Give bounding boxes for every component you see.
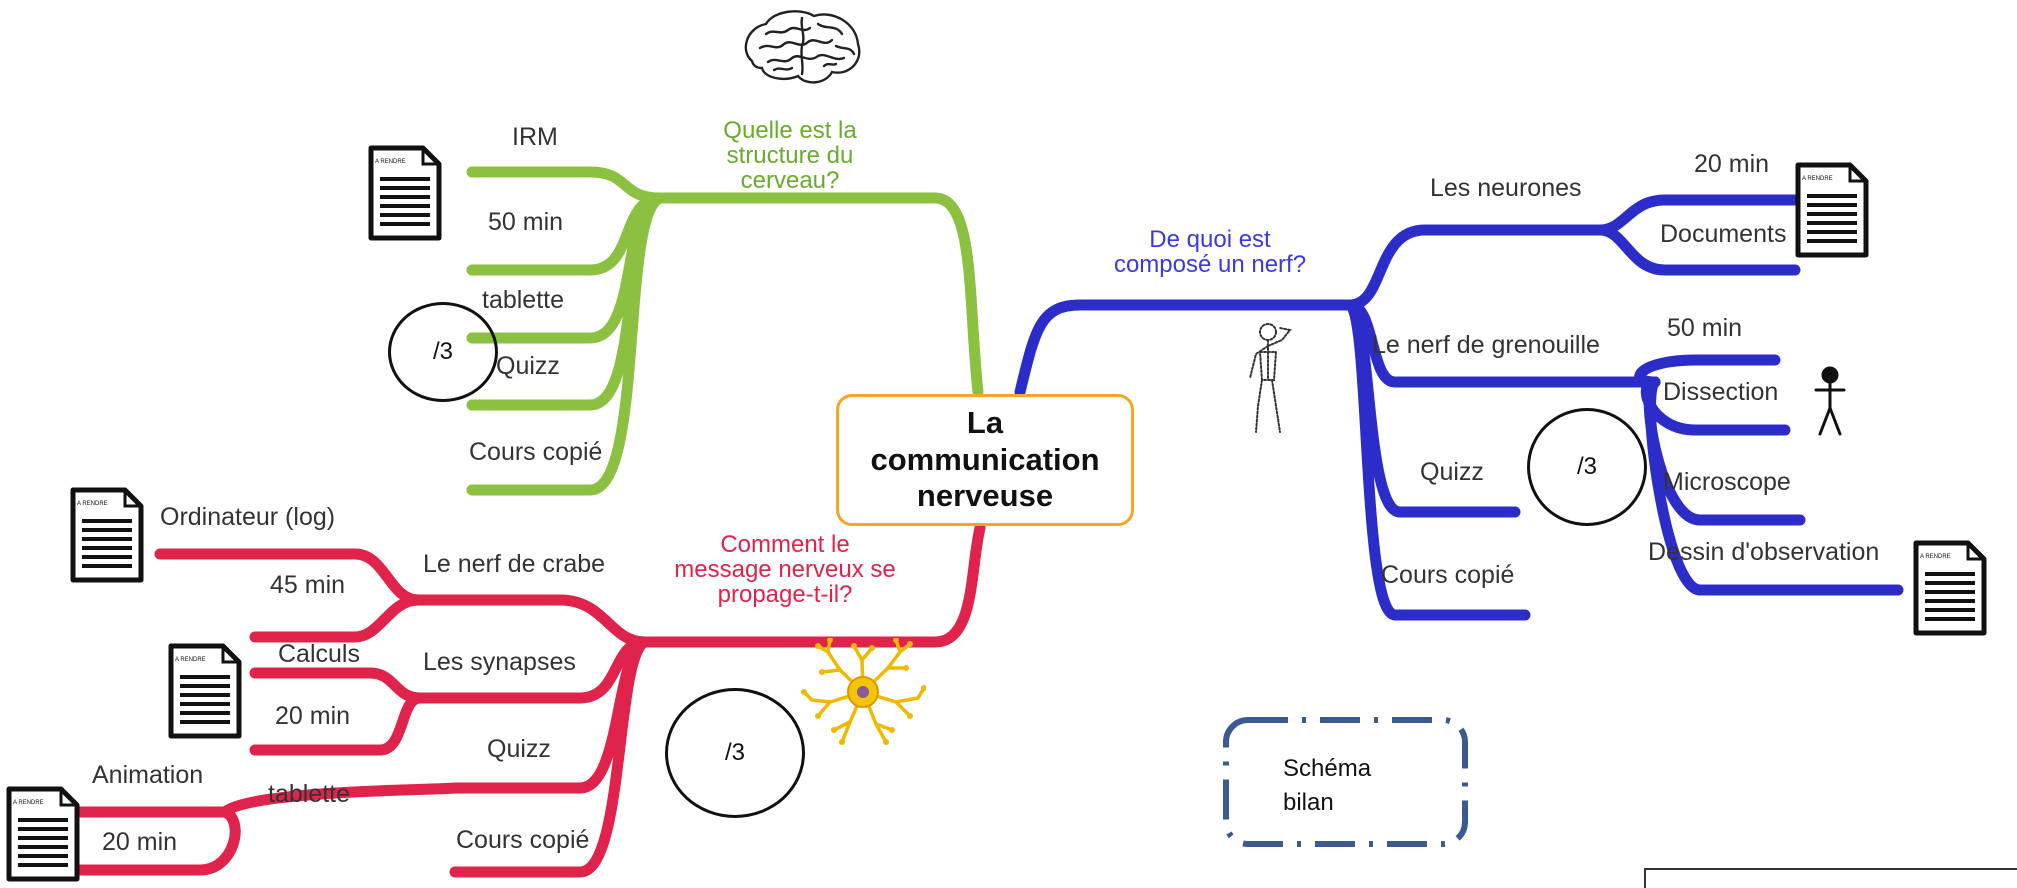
- score-label: /3: [724, 739, 745, 766]
- branch-nerf-lines: [1014, 194, 1904, 621]
- branch-propagation-lines: [74, 522, 986, 878]
- item-dessin-observation: Dessin d'observation: [1648, 538, 1880, 566]
- item-calculs: Calculs: [278, 640, 360, 668]
- question-propagation-message[interactable]: Comment le message nerveux se propage-t-…: [674, 531, 896, 609]
- item-cours-copie-green: Cours copié: [469, 438, 603, 466]
- stamp-text: A RENDRE: [175, 657, 206, 663]
- item-tablette-red: tablette: [268, 780, 351, 808]
- document-icon: A RENDRE: [70, 487, 144, 583]
- schema-bilan-label: Schéma bilan: [1283, 755, 1372, 816]
- document-icon: A RENDRE: [1795, 162, 1869, 258]
- stamp-text: A RENDRE: [1920, 554, 1951, 560]
- score-circle-red: /3: [665, 688, 805, 818]
- document-icon: A RENDRE: [1913, 540, 1987, 636]
- schema-bilan-box[interactable]: [1222, 716, 1469, 848]
- question-composition-nerf[interactable]: De quoi est composé un nerf?: [1113, 226, 1307, 279]
- score-label: /3: [432, 338, 453, 365]
- item-quizz-green: Quizz: [496, 352, 560, 380]
- item-microscope: Microscope: [1663, 468, 1791, 496]
- item-20-min-blue: 20 min: [1694, 150, 1770, 178]
- item-ordinateur-log: Ordinateur (log): [160, 503, 336, 531]
- item-nerf-de-crabe: Le nerf de crabe: [423, 550, 606, 578]
- item-les-synapses: Les synapses: [423, 648, 576, 676]
- stamp-text: A RENDRE: [77, 501, 108, 507]
- item-dissection: Dissection: [1663, 378, 1779, 406]
- stamp-text: A RENDRE: [375, 159, 406, 165]
- item-quizz-red: Quizz: [487, 735, 551, 763]
- item-50-min-blue: 50 min: [1667, 314, 1743, 342]
- document-icon: A RENDRE: [368, 145, 442, 241]
- brain-icon: [744, 10, 861, 84]
- item-50-min: 50 min: [488, 208, 564, 236]
- score-label: /3: [1576, 453, 1597, 480]
- item-20-min-red-a: 20 min: [275, 702, 351, 730]
- score-circle-blue: /3: [1527, 408, 1647, 526]
- item-20-min-red-b: 20 min: [102, 828, 178, 856]
- item-cours-copie-blue: Cours copié: [1381, 561, 1515, 589]
- score-circle-green: /3: [388, 302, 498, 402]
- item-nerf-grenouille: Le nerf de grenouille: [1372, 331, 1600, 359]
- stamp-text: A RENDRE: [1802, 176, 1833, 182]
- neuron-icon: [801, 638, 926, 745]
- item-irm: IRM: [512, 123, 558, 151]
- corner-frame: [1644, 868, 2017, 888]
- document-icon: A RENDRE: [168, 643, 242, 739]
- item-animation: Animation: [92, 761, 204, 789]
- central-topic[interactable]: La communication nerveuse: [836, 394, 1134, 526]
- stamp-text: A RENDRE: [13, 800, 44, 806]
- stick-figure-icon: [1814, 366, 1846, 436]
- document-icon: A RENDRE: [6, 786, 80, 882]
- item-tablette: tablette: [482, 286, 565, 314]
- item-documents: Documents: [1660, 220, 1787, 248]
- item-45-min: 45 min: [270, 571, 346, 599]
- question-structure-cerveau[interactable]: Quelle est la structure du cerveau?: [723, 117, 857, 195]
- item-les-neurones: Les neurones: [1430, 174, 1582, 202]
- item-cours-copie-red: Cours copié: [456, 826, 590, 854]
- item-quizz-blue: Quizz: [1420, 458, 1484, 486]
- branch-structure-lines: [466, 166, 984, 496]
- anatomy-figure-icon: [1249, 323, 1292, 433]
